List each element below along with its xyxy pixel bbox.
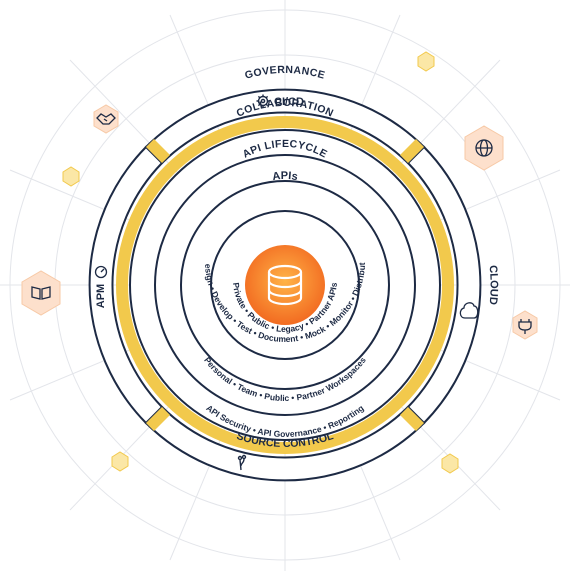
hex-markers [62,51,459,474]
governance-band [116,116,454,454]
branch-icon [237,454,247,471]
book-icon [31,286,51,300]
globe-icon [475,139,493,157]
database-icon [267,264,303,306]
gauge-icon [94,265,108,279]
book-badge [21,270,61,316]
gear-icon [256,94,270,108]
plug-icon [518,319,532,334]
hex-marker [111,451,129,472]
segment-left-label: APM [95,284,107,308]
segment-corners [146,139,424,431]
handshake-badge [93,104,119,134]
plug-badge [512,310,538,340]
apis-title: APIs [272,170,299,183]
globe-badge [464,125,504,171]
hex-marker [441,453,459,474]
segment-left-group: APM [95,284,107,308]
segment-right-label: CLOUD [487,265,500,306]
core-circle [245,245,325,325]
handshake-icon [96,113,116,125]
cloud-icon [459,302,479,319]
hex-marker [62,166,80,187]
governance-title: GOVERNANCE [244,64,327,82]
hex-marker [417,51,435,72]
segment-top-label: CI/CD [274,96,304,108]
